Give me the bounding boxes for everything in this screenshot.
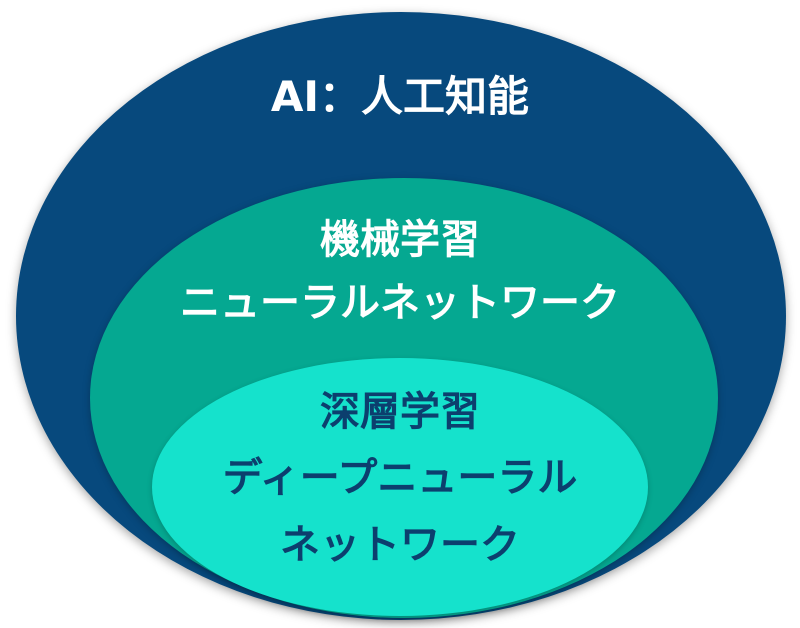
deep-learning-ellipse: [152, 358, 648, 616]
neural-network-label: ニューラルネットワーク: [180, 280, 620, 326]
deep-learning-title: 深層学習: [320, 389, 480, 435]
ai-title: AI：人工知能: [270, 72, 530, 121]
deep-neural-label-line1: ディープニューラル: [222, 455, 578, 501]
deep-neural-label-line2: ネットワーク: [280, 522, 520, 568]
machine-learning-title: 機械学習: [320, 217, 480, 263]
